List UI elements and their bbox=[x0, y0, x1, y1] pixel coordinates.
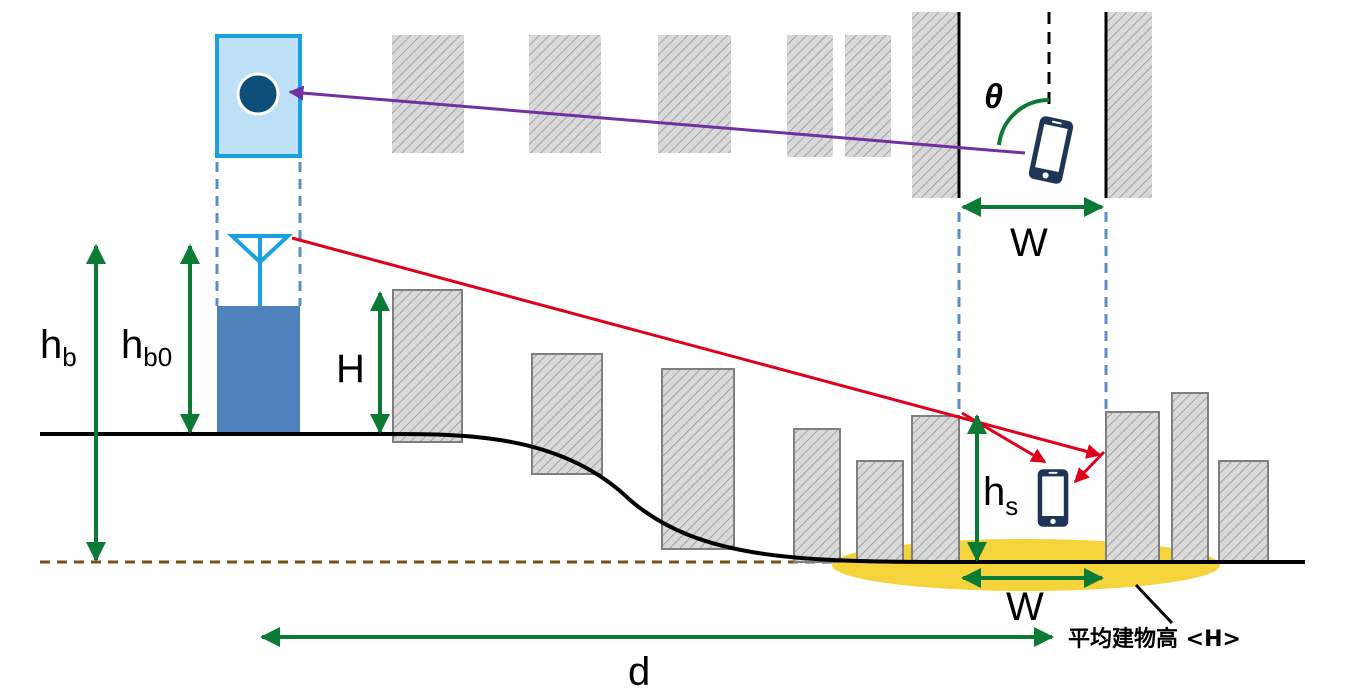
antenna-icon bbox=[226, 234, 294, 306]
smartphone-icon bbox=[1037, 469, 1069, 527]
average-height-leader bbox=[1134, 583, 1174, 625]
building-side bbox=[392, 289, 463, 443]
base-station-building bbox=[217, 306, 300, 435]
building-top bbox=[787, 35, 833, 157]
building-side bbox=[911, 415, 960, 563]
H-label: H bbox=[336, 347, 365, 391]
base-station-top bbox=[215, 34, 302, 158]
terrain-ground bbox=[40, 431, 1305, 564]
building-top bbox=[845, 35, 891, 157]
building-side bbox=[1105, 411, 1160, 563]
building-side bbox=[793, 428, 841, 563]
building-top bbox=[529, 35, 601, 153]
street-width-label-bottom: W bbox=[1006, 585, 1044, 629]
theta-label: θ bbox=[984, 78, 1003, 116]
side-view bbox=[40, 234, 1305, 647]
street-width-label-top: W bbox=[1010, 221, 1048, 265]
average-height-label: 平均建物高 <H> bbox=[1068, 626, 1241, 652]
hb0-label: hb0 bbox=[121, 323, 172, 372]
hs-label: hs bbox=[983, 470, 1018, 521]
top-view: θ W bbox=[215, 12, 1152, 265]
hb-label: hb bbox=[40, 323, 77, 372]
smartphone-icon bbox=[1027, 115, 1075, 185]
angle-arc bbox=[997, 97, 1050, 146]
red-path-reflect bbox=[1073, 450, 1106, 484]
building-top bbox=[658, 35, 731, 153]
building-side bbox=[661, 368, 735, 550]
building-side bbox=[531, 353, 603, 475]
building-top bbox=[1106, 12, 1152, 198]
projection-lines bbox=[215, 162, 1108, 416]
building-top bbox=[912, 12, 959, 198]
distance-label: d bbox=[628, 650, 650, 694]
red-path-main bbox=[291, 236, 1102, 459]
building-side bbox=[1171, 392, 1209, 563]
building-side bbox=[856, 460, 904, 563]
purple-path-arrow bbox=[288, 85, 1026, 155]
base-station-dot-icon bbox=[236, 72, 280, 116]
building-top bbox=[392, 35, 464, 153]
building-side bbox=[1218, 460, 1269, 563]
